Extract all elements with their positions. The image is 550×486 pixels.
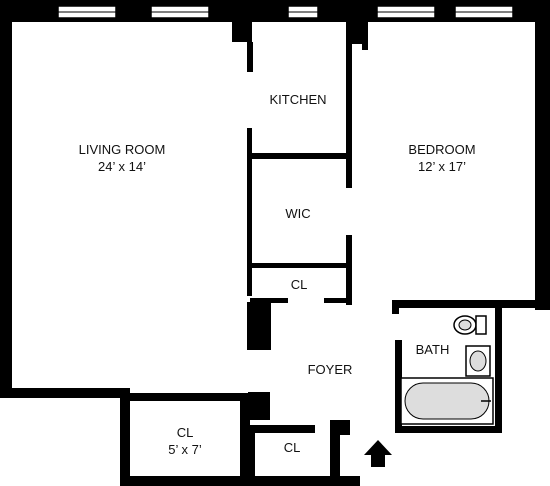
wall-central-upper: [247, 42, 253, 72]
wall-right-outer: [535, 0, 550, 310]
large-closet-name: CL: [176, 425, 194, 440]
wall-closet-top: [130, 393, 240, 401]
window-icon: [287, 5, 319, 19]
window-icon: [454, 5, 514, 19]
living-room-dimensions: 24’ x 14’: [98, 159, 146, 174]
living-room-name: LIVING ROOM: [78, 142, 166, 157]
wall-bedroom-bottom: [392, 300, 550, 308]
entry-arrow-icon: [364, 440, 392, 467]
windows: [57, 5, 514, 19]
small-closet-label: CL: [277, 439, 307, 456]
wall-bath-bottom: [395, 426, 502, 433]
foyer-name: FOYER: [307, 362, 353, 377]
window-icon: [57, 5, 117, 19]
wall-small-closet-jamb: [340, 420, 350, 435]
bedroom-dimensions: 12’ x 17’: [418, 159, 466, 174]
wall-wic-bottom: [250, 263, 350, 268]
wall-closet-bottom: [120, 476, 360, 486]
foyer-label: FOYER: [300, 361, 360, 378]
window-icon: [376, 5, 436, 19]
wall-small-closet-left: [240, 425, 255, 477]
wic-name: WIC: [285, 206, 311, 221]
wall-small-closet-top: [255, 425, 315, 433]
wall-closet-left: [120, 395, 130, 486]
kitchen-name: KITCHEN: [269, 92, 327, 107]
wall-kitchen-right: [346, 40, 352, 188]
kitchen-label: KITCHEN: [258, 91, 338, 108]
toilet-icon: [453, 315, 487, 335]
wall-central-mid: [247, 128, 252, 296]
wall-kitchen-right-stub: [346, 22, 368, 44]
large-closet-dimensions: 5’ x 7’: [168, 442, 202, 457]
window-icon: [150, 5, 210, 19]
wall-bath-left: [392, 300, 399, 314]
bedroom-name: BEDROOM: [408, 142, 476, 157]
bedroom-label: BEDROOM 12’ x 17’: [392, 141, 492, 175]
wall-bath-left-lower: [395, 340, 402, 432]
wall-wic-right-lower: [346, 235, 352, 305]
wall-hall-closet-bottom-left: [250, 298, 288, 303]
small-closet-name: CL: [283, 440, 301, 455]
hall-closet-label: CL: [284, 276, 314, 293]
wall-bedroom-left-top: [362, 40, 368, 50]
wall-small-closet-right: [330, 425, 340, 480]
bath-label: BATH: [410, 341, 455, 358]
sink-icon: [465, 345, 491, 377]
wic-label: WIC: [278, 205, 318, 222]
wall-foyer-lower-column: [248, 392, 270, 420]
wall-central-stub: [232, 22, 252, 42]
wall-left-outer: [0, 0, 12, 395]
hall-closet-name: CL: [290, 277, 308, 292]
wall-hall-closet-bottom-right: [324, 298, 352, 303]
bathtub-icon: [400, 377, 494, 425]
large-closet-label: CL 5’ x 7’: [155, 424, 215, 458]
wall-living-bottom: [0, 388, 130, 398]
living-room-label: LIVING ROOM 24’ x 14’: [62, 141, 182, 175]
wall-bath-right: [495, 308, 502, 433]
wall-foyer-column: [247, 302, 271, 350]
bath-name: BATH: [415, 342, 450, 357]
wall-kitchen-bottom: [250, 153, 350, 159]
